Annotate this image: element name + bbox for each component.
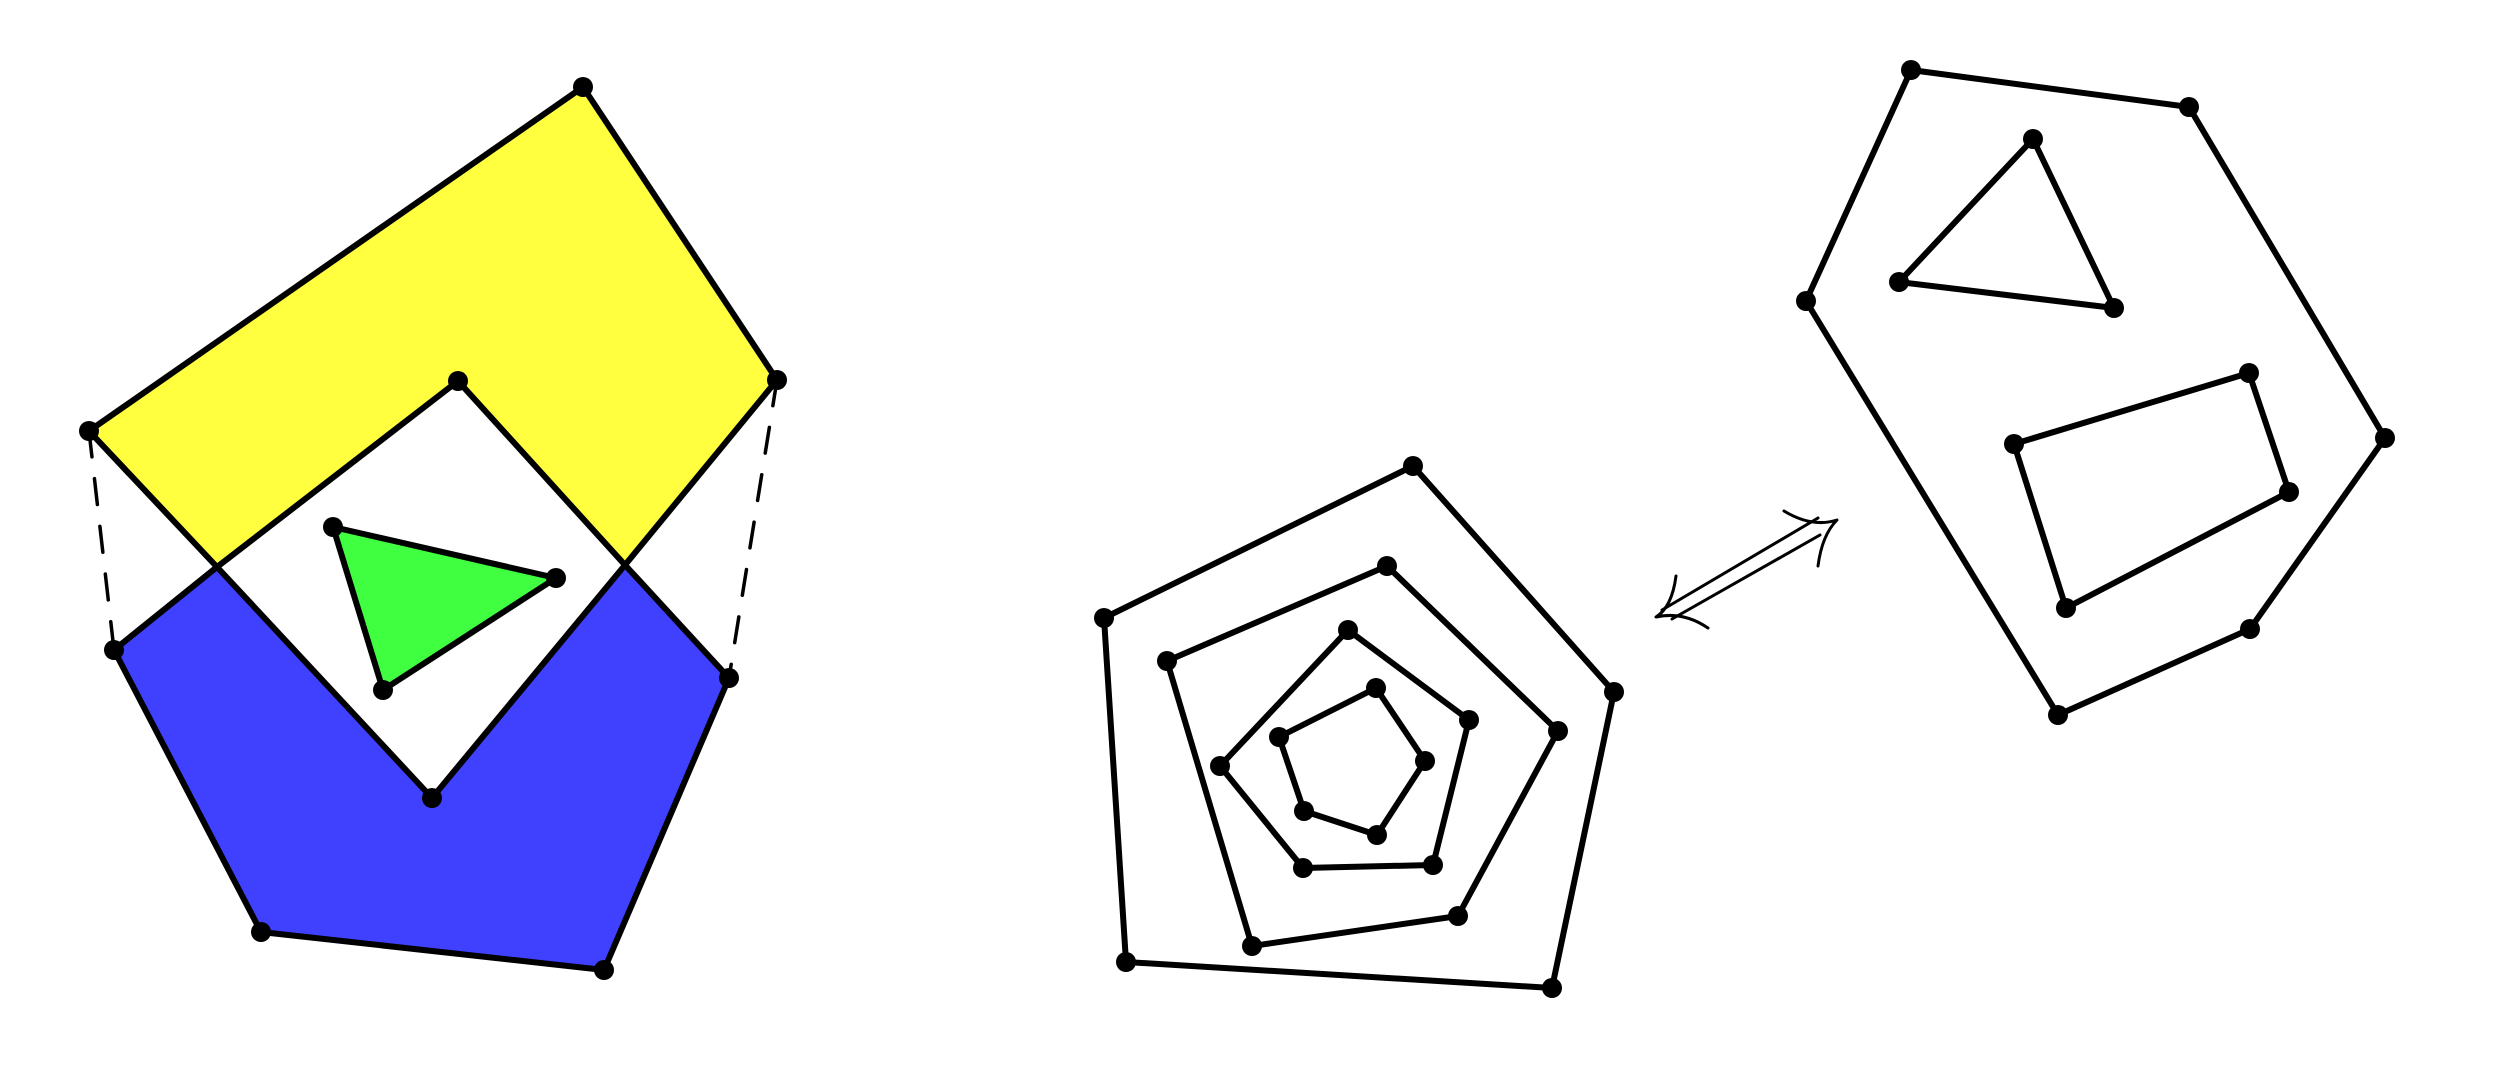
vertex	[546, 568, 566, 588]
edge	[429, 562, 628, 801]
arrow-shaft-upper	[1660, 516, 1820, 612]
quadrilateral	[2011, 370, 2292, 611]
vertex	[2104, 298, 2124, 318]
vertex	[448, 371, 468, 391]
vertex	[1293, 858, 1313, 878]
edge	[622, 562, 732, 681]
vertex	[79, 421, 99, 441]
dashed-connector-right	[727, 378, 779, 680]
right-figure	[1796, 60, 2395, 725]
vertex	[1403, 456, 1423, 476]
vertex	[2004, 434, 2024, 454]
middle-vertices	[1094, 456, 1624, 998]
vertex	[1542, 978, 1562, 998]
edge	[455, 378, 628, 568]
edge	[111, 564, 220, 653]
vertex	[573, 77, 593, 97]
vertex	[1367, 825, 1387, 845]
vertex	[767, 370, 787, 390]
yellow-region	[89, 87, 777, 567]
vertex	[594, 960, 614, 980]
vertex	[2240, 619, 2260, 639]
double-arrow-icon	[1654, 509, 1839, 630]
edge	[214, 378, 461, 570]
vertex	[719, 668, 739, 688]
yellow-boundary	[86, 84, 780, 568]
blue-region	[114, 565, 729, 970]
vertex	[1548, 721, 1568, 741]
vertex	[323, 517, 343, 537]
triangle-boundary	[330, 524, 559, 693]
edge	[214, 564, 435, 801]
vertex	[251, 922, 271, 942]
arrow-head-right	[1782, 509, 1839, 568]
vertex	[422, 788, 442, 808]
vertex	[1157, 651, 1177, 671]
vertex	[1889, 272, 1909, 292]
inner-pentagon	[1276, 685, 1428, 838]
vertex	[1448, 906, 1468, 926]
vertex	[1415, 751, 1435, 771]
blue-boundary	[111, 647, 732, 973]
vertex	[1338, 620, 1358, 640]
triangle	[1896, 136, 2117, 311]
vertex	[2023, 129, 2043, 149]
third-pentagon	[1217, 627, 1472, 871]
left-vertices	[79, 77, 787, 980]
vertex	[1366, 678, 1386, 698]
second-pentagon	[1164, 563, 1561, 949]
vertex	[373, 680, 393, 700]
vertex	[1796, 291, 1816, 311]
middle-figure	[1094, 456, 1624, 998]
arrow-shaft-lower	[1670, 533, 1822, 621]
vertex	[1604, 682, 1624, 702]
vertex	[2375, 428, 2395, 448]
hexagon	[1803, 67, 2388, 718]
vertex	[104, 640, 124, 660]
vertex	[1423, 855, 1443, 875]
vertex	[1116, 952, 1136, 972]
right-vertices	[1796, 60, 2395, 725]
left-figure	[79, 77, 787, 980]
vertex	[2056, 598, 2076, 618]
outer-pentagon	[1101, 463, 1617, 991]
vertex	[2279, 482, 2299, 502]
vertex	[1459, 710, 1479, 730]
vertex	[1094, 608, 1114, 628]
vertex	[1294, 801, 1314, 821]
dashed-connector-left	[87, 429, 116, 652]
vertex	[2179, 97, 2199, 117]
vertex	[1377, 556, 1397, 576]
vertex	[2048, 705, 2068, 725]
vertex	[1242, 936, 1262, 956]
vertex	[1269, 727, 1289, 747]
vertex	[2239, 363, 2259, 383]
arrow-head-left	[1654, 574, 1710, 630]
vertex	[1210, 756, 1230, 776]
vertex	[1901, 60, 1921, 80]
edge	[86, 428, 220, 570]
